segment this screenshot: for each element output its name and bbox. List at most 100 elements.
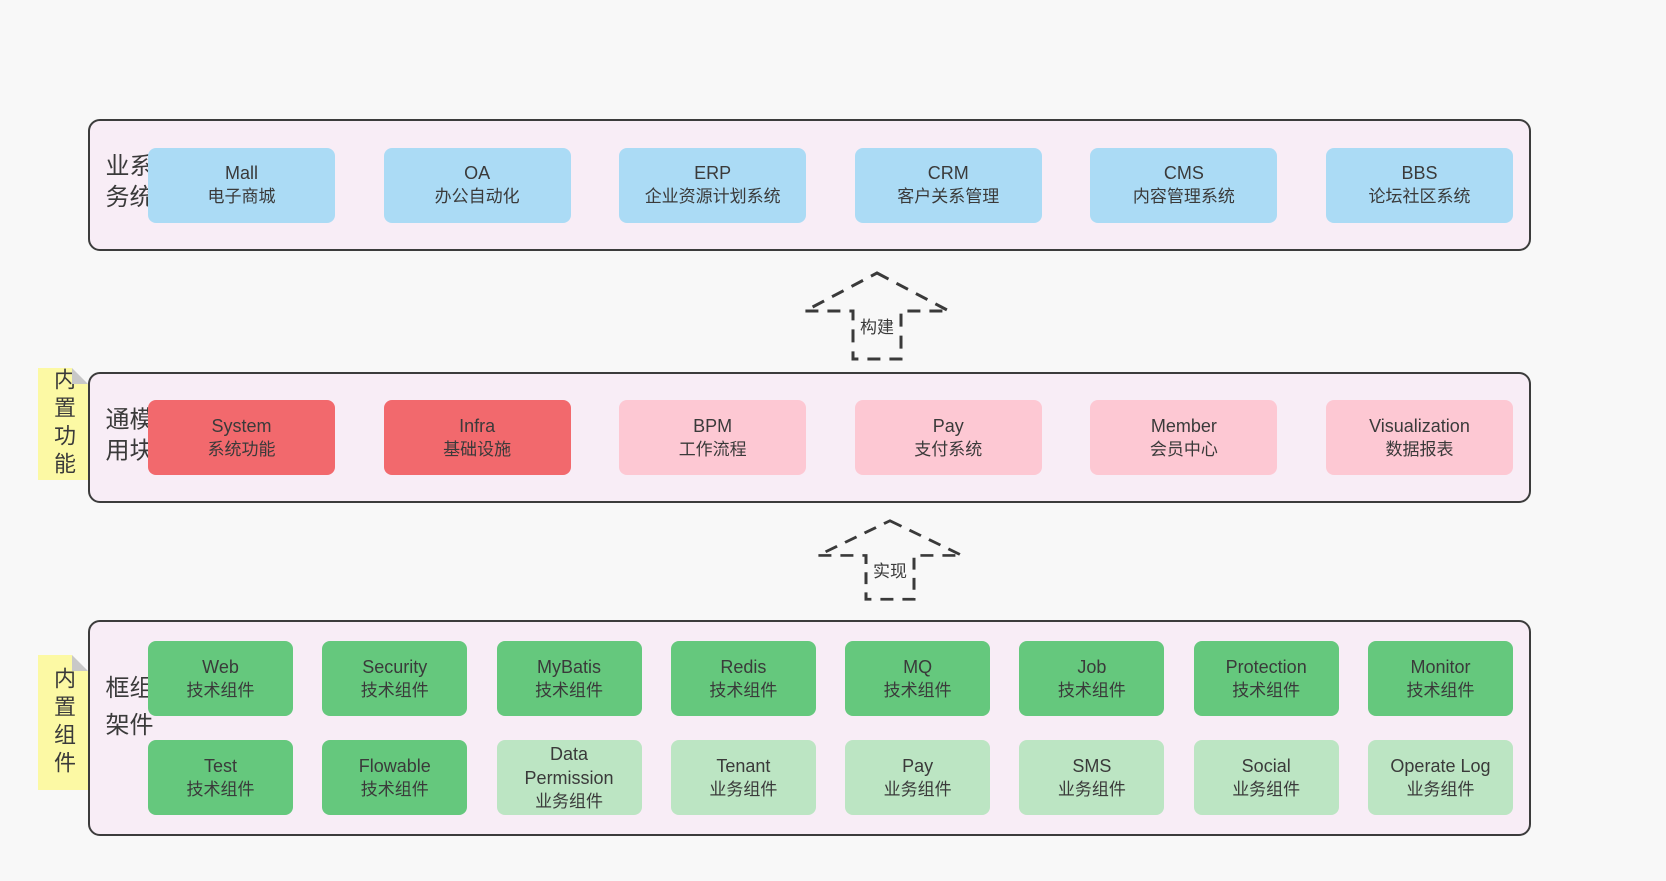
box-sms: SMS 业务组件 bbox=[1019, 740, 1165, 815]
box-bbs: BBS 论坛社区系统 bbox=[1325, 147, 1513, 223]
box-subtitle: 数据报表 bbox=[1385, 439, 1454, 459]
box-monitor: Monitor 技术组件 bbox=[1367, 641, 1513, 716]
box-tenant: Tenant 业务组件 bbox=[670, 740, 816, 815]
box-erp: ERP 企业资源计划系统 bbox=[619, 147, 807, 223]
box-crm: CRM 客户关系管理 bbox=[854, 147, 1042, 223]
band-components-rows: Web 技术组件 Security 技术组件 MyBatis 技术组件 Redi… bbox=[148, 622, 1529, 834]
box-subtitle: 业务组件 bbox=[1406, 779, 1475, 799]
box-title: Pay bbox=[902, 755, 934, 776]
box-title: SMS bbox=[1072, 755, 1112, 776]
components-row-1: Web 技术组件 Security 技术组件 MyBatis 技术组件 Redi… bbox=[148, 641, 1529, 716]
box-subtitle: 论坛社区系统 bbox=[1368, 187, 1471, 206]
box-subtitle: 业务组件 bbox=[535, 791, 604, 811]
box-web: Web 技术组件 bbox=[148, 641, 293, 716]
box-social: Social 业务组件 bbox=[1193, 740, 1339, 815]
box-subtitle: 基础设施 bbox=[443, 439, 512, 459]
band-business-systems: 业务系统 Mall 电子商城 OA 办公自动化 ERP 企业资源计划系统 CRM… bbox=[88, 119, 1531, 251]
box-redis: Redis 技术组件 bbox=[670, 641, 816, 716]
note-text: 内置组件 bbox=[51, 666, 76, 779]
box-title: System bbox=[211, 415, 272, 436]
box-title: MyBatis bbox=[537, 656, 602, 677]
box-title: Monitor bbox=[1410, 656, 1471, 677]
box-subtitle: 技术组件 bbox=[360, 680, 429, 700]
box-title: Data Permission bbox=[524, 743, 614, 788]
arrow-label-implement: 实现 bbox=[870, 557, 910, 583]
box-subtitle: 客户关系管理 bbox=[897, 187, 1000, 206]
box-title: Test bbox=[203, 755, 237, 776]
box-title: Job bbox=[1077, 656, 1107, 677]
box-title: Redis bbox=[720, 656, 767, 677]
box-security: Security 技术组件 bbox=[322, 641, 468, 716]
box-visualization: Visualization 数据报表 bbox=[1325, 400, 1513, 475]
band-label-framework-components: 框架组件 bbox=[101, 675, 152, 749]
box-flowable: Flowable 技术组件 bbox=[322, 740, 468, 815]
box-subtitle: 技术组件 bbox=[1232, 680, 1301, 700]
box-subtitle: 技术组件 bbox=[883, 680, 952, 700]
build-arrow: 构建 bbox=[802, 270, 952, 362]
box-title: Security bbox=[362, 656, 428, 677]
box-title: CRM bbox=[927, 163, 969, 183]
box-title: CMS bbox=[1163, 163, 1204, 183]
box-subtitle: 业务组件 bbox=[883, 779, 952, 799]
box-subtitle: 电子商城 bbox=[207, 187, 276, 206]
box-subtitle: 系统功能 bbox=[207, 439, 276, 459]
note-built-in-functions: 内置功能 bbox=[38, 368, 88, 480]
box-title: BPM bbox=[693, 415, 733, 436]
box-title: Infra bbox=[459, 415, 496, 436]
arrow-label-build: 构建 bbox=[857, 313, 897, 339]
band-label-common-modules: 通用模块 bbox=[101, 405, 152, 468]
box-title: Flowable bbox=[358, 755, 431, 776]
box-subtitle: 技术组件 bbox=[709, 680, 778, 700]
box-mall: Mall 电子商城 bbox=[148, 147, 335, 223]
box-subtitle: 企业资源计划系统 bbox=[644, 187, 781, 206]
box-title: ERP bbox=[694, 163, 732, 183]
box-subtitle: 技术组件 bbox=[1406, 680, 1475, 700]
box-title: BBS bbox=[1401, 163, 1438, 183]
box-title: Tenant bbox=[716, 755, 771, 776]
box-protection: Protection 技术组件 bbox=[1193, 641, 1339, 716]
components-row-2: Test 技术组件 Flowable 技术组件 Data Permission … bbox=[148, 740, 1529, 815]
box-system: System 系统功能 bbox=[148, 400, 335, 475]
note-text: 内置功能 bbox=[51, 368, 76, 480]
box-subtitle: 业务组件 bbox=[1232, 779, 1301, 799]
up-arrow-icon bbox=[804, 271, 950, 361]
box-bpm: BPM 工作流程 bbox=[619, 400, 807, 475]
box-subtitle: 支付系统 bbox=[914, 439, 983, 459]
band-modules-rows: System 系统功能 Infra 基础设施 BPM 工作流程 Pay 支付系统… bbox=[148, 374, 1529, 501]
box-subtitle: 内容管理系统 bbox=[1132, 187, 1235, 206]
implement-arrow: 实现 bbox=[815, 518, 965, 602]
box-subtitle: 技术组件 bbox=[1057, 680, 1126, 700]
band-business-rows: Mall 电子商城 OA 办公自动化 ERP 企业资源计划系统 CRM 客户关系… bbox=[148, 121, 1529, 249]
box-title: MQ bbox=[903, 656, 933, 677]
modules-row: System 系统功能 Infra 基础设施 BPM 工作流程 Pay 支付系统… bbox=[148, 400, 1529, 475]
box-subtitle: 技术组件 bbox=[535, 680, 604, 700]
box-subtitle: 会员中心 bbox=[1149, 439, 1218, 459]
box-infra: Infra 基础设施 bbox=[383, 400, 571, 475]
band-label-business-systems: 业务系统 bbox=[101, 153, 152, 215]
box-title: Mall bbox=[224, 163, 258, 183]
box-title: Operate Log bbox=[1390, 755, 1491, 776]
box-mybatis: MyBatis 技术组件 bbox=[496, 641, 642, 716]
box-cms: CMS 内容管理系统 bbox=[1090, 147, 1278, 223]
box-subtitle: 业务组件 bbox=[709, 779, 778, 799]
box-operate-log: Operate Log 业务组件 bbox=[1367, 740, 1513, 815]
box-subtitle: 技术组件 bbox=[360, 779, 429, 799]
band-common-modules: 通用模块 System 系统功能 Infra 基础设施 BPM 工作流程 Pay… bbox=[88, 372, 1531, 503]
box-pay-business: Pay 业务组件 bbox=[845, 740, 991, 815]
box-title: Protection bbox=[1225, 656, 1307, 677]
box-subtitle: 办公自动化 bbox=[434, 187, 520, 206]
box-subtitle: 技术组件 bbox=[186, 680, 255, 700]
box-test: Test 技术组件 bbox=[148, 740, 293, 815]
box-data-permission: Data Permission 业务组件 bbox=[496, 740, 642, 815]
band-framework-components: 框架组件 Web 技术组件 Security 技术组件 MyBatis 技术组件… bbox=[88, 620, 1531, 836]
box-subtitle: 业务组件 bbox=[1057, 779, 1126, 799]
box-subtitle: 工作流程 bbox=[678, 439, 747, 459]
box-title: Visualization bbox=[1369, 415, 1470, 436]
box-title: Social bbox=[1241, 755, 1291, 776]
box-title: Pay bbox=[932, 415, 964, 436]
box-member: Member 会员中心 bbox=[1090, 400, 1278, 475]
box-oa: OA 办公自动化 bbox=[383, 147, 571, 223]
box-job: Job 技术组件 bbox=[1019, 641, 1165, 716]
business-row: Mall 电子商城 OA 办公自动化 ERP 企业资源计划系统 CRM 客户关系… bbox=[148, 147, 1529, 223]
box-pay: Pay 支付系统 bbox=[854, 400, 1042, 475]
